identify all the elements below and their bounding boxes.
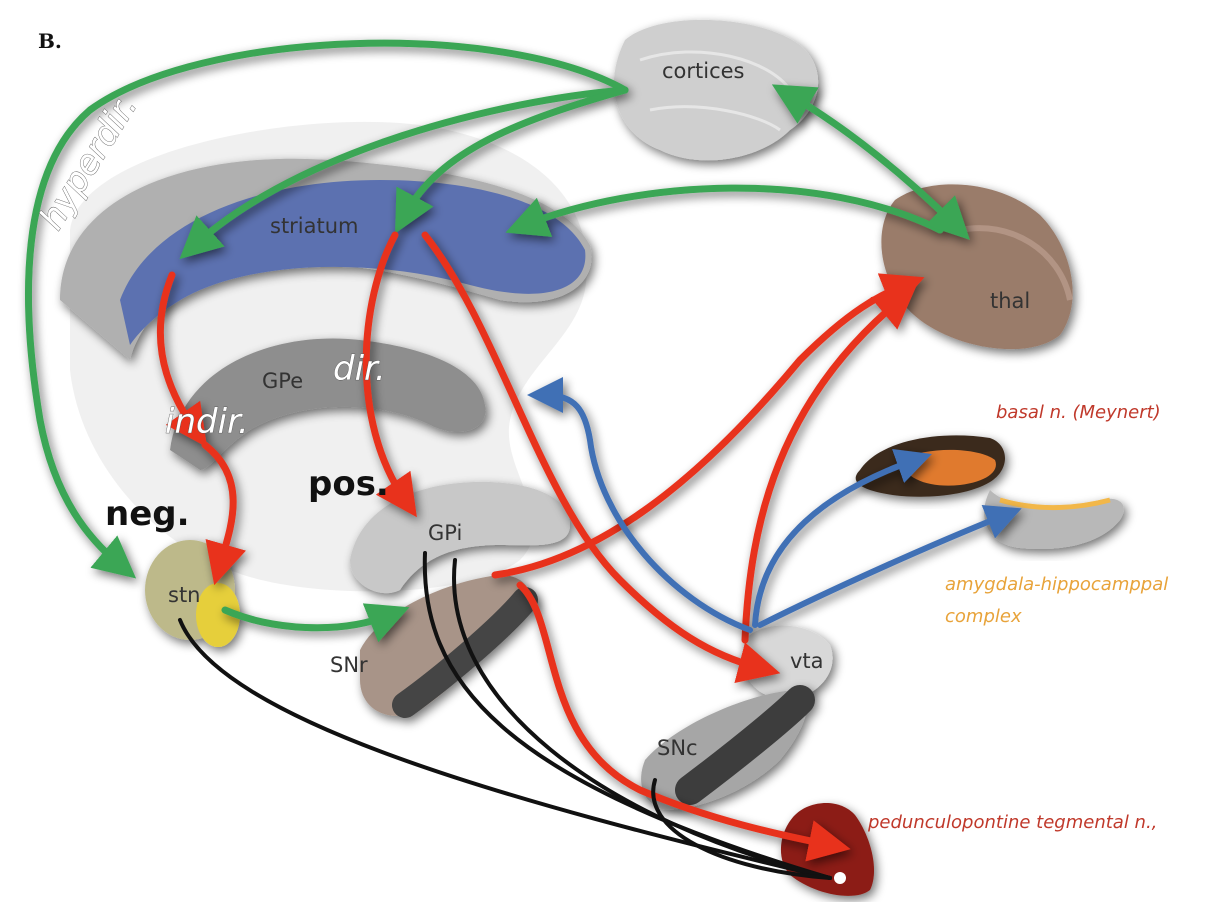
red-pathways [156, 231, 925, 862]
pedunculopontine-nucleus [780, 802, 875, 896]
snr-to-ppn [516, 581, 851, 862]
gpi-label: GPi [428, 521, 462, 545]
stn-to-snr [221, 603, 410, 643]
snr-region [360, 575, 538, 718]
vta-to-meynert [752, 449, 932, 628]
vta-to-striatum [527, 377, 753, 633]
amygdala-hippocampal-complex [984, 490, 1124, 550]
basal-meynert-label: basal n. (Meynert) [996, 402, 1161, 423]
cortex-to-striatum-left [179, 86, 629, 260]
negative-label: neg. [105, 494, 190, 534]
amygdala-label-line1: amygdala-hippocamppal [945, 574, 1168, 595]
ppn-terminal-dot [834, 872, 846, 884]
green-pathways [25, 39, 970, 643]
snc-to-ppn [651, 778, 832, 880]
positive-label: pos. [308, 464, 389, 504]
vta-label: vta [790, 649, 824, 673]
cortex-thal-bidir [771, 84, 970, 240]
indirect-gpe-to-stn [201, 441, 246, 586]
black-pathways [178, 551, 832, 880]
gpe-label: GPe [262, 369, 303, 393]
amygdala-label-line2: complex [945, 606, 1022, 627]
striatum-region [60, 158, 592, 360]
cortices-label: cortices [662, 59, 745, 83]
snr-label: SNr [330, 653, 368, 677]
striatum-to-vta [421, 231, 781, 684]
thal-label: thal [990, 289, 1030, 313]
direct-striatum-to-gpi [362, 231, 417, 518]
thalamus-region [881, 184, 1073, 350]
cortex-to-striatum-mid [395, 86, 629, 234]
cortices-region [613, 19, 819, 161]
basal-meynert-nucleus [855, 435, 1005, 497]
snc-label: SNc [657, 736, 698, 760]
striatum-label: striatum [270, 214, 359, 238]
indirect-label: indir. [165, 402, 249, 442]
snr-to-ppn-black [452, 558, 832, 880]
indirect-striatum-to-gpe [156, 271, 208, 448]
gpe-region [170, 338, 486, 470]
stn-label: stn [168, 583, 200, 607]
blue-pathways [527, 377, 1022, 633]
vta-to-amygdala [757, 504, 1022, 628]
pedunculopontine-label: pedunculopontine tegmental n., [867, 812, 1157, 833]
hyperdirect-path [25, 39, 629, 579]
gpi-to-thal [491, 273, 925, 579]
thal-to-striatum [505, 184, 944, 237]
direct-label: dir. [333, 349, 386, 389]
panel-label: B. [38, 29, 62, 53]
vta-to-thal [741, 286, 917, 644]
snc-region [641, 685, 815, 810]
